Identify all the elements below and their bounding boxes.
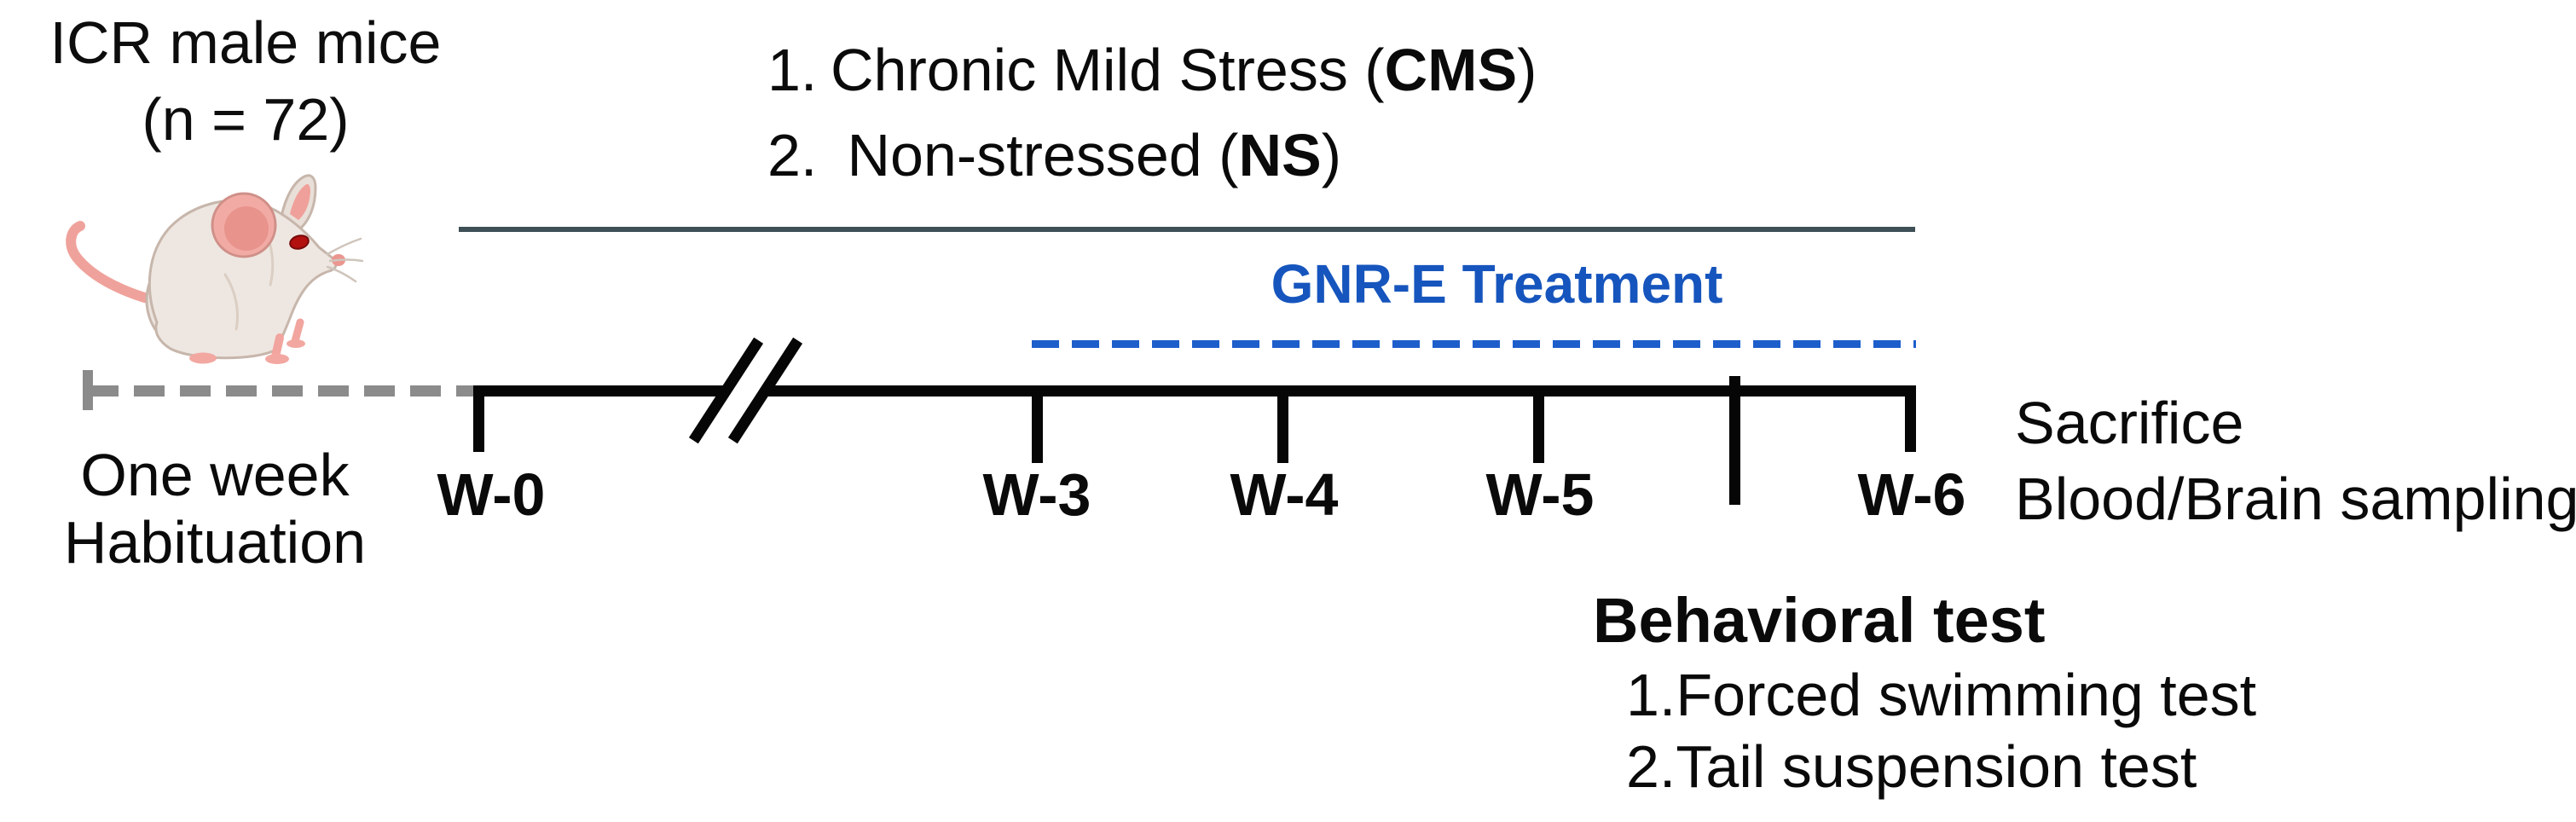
mouse-eye (289, 234, 310, 250)
stress-group-list: 1.Chronic Mild Stress (CMS) 2. Non-stres… (767, 27, 1537, 198)
endpoint-note: Sacrifice Blood/Brain sampling (2015, 385, 2576, 537)
behavioral-item-label: Tail suspension test (1676, 733, 2197, 800)
mouse-ear-front-inner (224, 206, 269, 251)
week-label-w6: W-6 (1857, 461, 1966, 528)
group-label-close: ) (1517, 37, 1537, 103)
behavioral-item-tst: 2.Tail suspension test (1626, 731, 2256, 802)
treatment-dashed-line (1032, 340, 1916, 348)
subject-line2: (n = 72) (142, 86, 350, 153)
timeline-line-left (473, 385, 724, 397)
behavioral-test-note: Behavioral test 1.Forced swimming test 2… (1593, 587, 2256, 802)
tick-w4 (1277, 385, 1288, 463)
treatment-label: GNR-E Treatment (1271, 253, 1723, 315)
group-span-line (459, 227, 1915, 232)
stress-group-item-ns: 2. Non-stressed (NS) (767, 113, 1537, 198)
week-label-w5: W-5 (1485, 461, 1595, 528)
mouse-front-leg2 (271, 333, 284, 361)
group-label: Chronic Mild Stress ( (831, 37, 1385, 103)
stress-group-item-cms: 1.Chronic Mild Stress (CMS) (767, 27, 1537, 113)
week-label-w0: W-0 (437, 461, 546, 528)
tick-behavioral-test (1729, 376, 1740, 505)
habituation-line1: One week (80, 442, 350, 508)
mouse-front-foot-back (287, 339, 305, 348)
habituation-line2: Habituation (63, 509, 367, 576)
subject-title: ICR male mice (n = 72) (10, 4, 481, 158)
behavioral-item-fst: 1.Forced swimming test (1626, 659, 2256, 731)
mouse-whiskers (326, 237, 363, 283)
habituation-note: One week Habituation (26, 442, 404, 576)
group-abbrev: NS (1238, 122, 1322, 188)
habituation-dashed-line (88, 385, 473, 397)
endpoint-line2: Blood/Brain sampling (2015, 466, 2576, 532)
group-label-close: ) (1321, 122, 1342, 188)
subject-line1: ICR male mice (49, 9, 442, 76)
endpoint-line1: Sacrifice (2015, 390, 2244, 456)
mouse-icon (66, 174, 363, 364)
list-number: 2. (1626, 733, 1676, 800)
week-label-w3: W-3 (982, 461, 1091, 528)
week-label-w4: W-4 (1230, 461, 1339, 528)
behavioral-test-title: Behavioral test (1593, 585, 2046, 656)
mouse-hind-foot (189, 352, 217, 364)
tick-w0 (473, 385, 484, 452)
group-label: Non-stressed ( (831, 122, 1239, 188)
mouse-ear-back-inner (290, 183, 310, 220)
behavioral-test-list: 1.Forced swimming test 2.Tail suspension… (1626, 659, 2256, 802)
list-number: 2. (767, 122, 818, 188)
list-number: 1. (1626, 662, 1676, 728)
tick-w5 (1533, 385, 1544, 463)
behavioral-item-label: Forced swimming test (1676, 662, 2257, 728)
tick-w6 (1905, 385, 1916, 452)
group-abbrev: CMS (1384, 37, 1518, 103)
tick-w3 (1032, 385, 1043, 463)
mouse-front-foot (265, 354, 289, 364)
list-number: 1. (767, 37, 818, 103)
timeline-line-right (768, 385, 1916, 397)
mouse-front-leg (291, 318, 304, 345)
